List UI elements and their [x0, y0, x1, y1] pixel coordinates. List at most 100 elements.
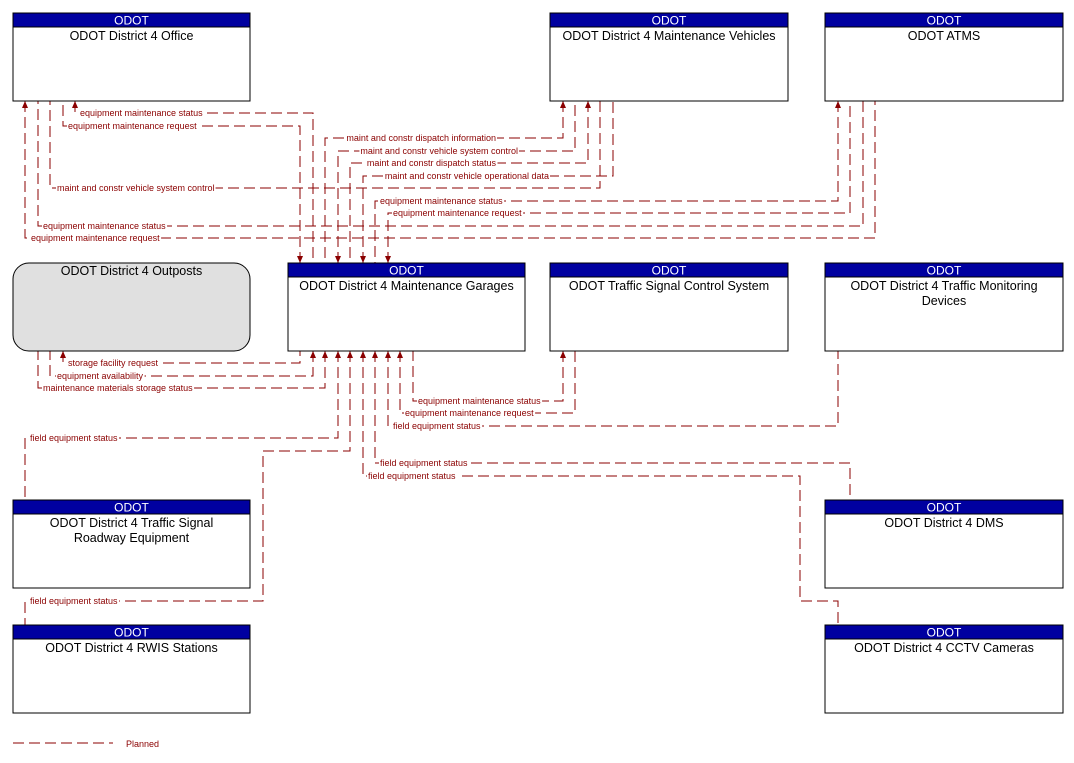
flow-label-bg: [379, 196, 505, 206]
flow-f2[interactable]: equipment maintenance request: [62, 101, 303, 263]
node-box: [824, 262, 1064, 352]
flow-label-bg: [345, 133, 497, 143]
node-owner: ODOT: [652, 264, 687, 278]
node-header: [287, 262, 526, 278]
flow-arrowhead: [60, 351, 66, 358]
node-owner: ODOT: [389, 264, 424, 278]
flow-f5[interactable]: maint and constr dispatch status: [349, 101, 591, 263]
flow-line: [412, 351, 564, 402]
node-header: [549, 12, 789, 28]
node-box: [12, 12, 251, 102]
flow-label: storage facility request: [68, 358, 159, 368]
flow-arrowhead: [347, 351, 353, 358]
flow-label-bg: [56, 371, 145, 381]
node-header: [824, 262, 1064, 278]
flow-label: field equipment status: [30, 596, 118, 606]
node-box: [12, 499, 251, 589]
flow-label: maint and constr dispatch status: [367, 158, 497, 168]
flow-label-bg: [392, 421, 483, 431]
flow-arrowhead: [310, 351, 316, 358]
node-outposts[interactable]: ODOT District 4 Outposts: [12, 262, 251, 352]
flow-arrowhead: [335, 256, 341, 263]
flow-f10[interactable]: equipment maintenance status: [37, 101, 864, 231]
flow-f3[interactable]: maint and constr dispatch information: [324, 101, 566, 263]
flow-line: [324, 101, 564, 263]
flow-label-bg: [367, 471, 458, 481]
node-title: ODOT District 4 Outposts: [61, 264, 202, 278]
flow-label-bg: [67, 358, 160, 368]
flow-f9[interactable]: equipment maintenance request: [385, 101, 851, 263]
flow-f21[interactable]: field equipment status: [24, 351, 353, 625]
flow-label: maint and constr dispatch information: [346, 133, 496, 143]
node-owner: ODOT: [927, 14, 962, 28]
node-header: [12, 499, 251, 515]
flow-label-bg: [383, 171, 550, 181]
flow-f15[interactable]: equipment maintenance status: [412, 351, 566, 406]
flow-arrowhead: [22, 101, 28, 108]
node-title: ODOT Traffic Signal Control System: [569, 279, 769, 293]
node-owner: ODOT: [927, 501, 962, 515]
node-header: [12, 12, 251, 28]
node-box: [824, 12, 1064, 102]
flow-f4[interactable]: maint and constr vehicle system control: [335, 101, 576, 263]
node-title: ODOT District 4 Office: [70, 29, 194, 43]
flow-f19[interactable]: field equipment status: [372, 351, 851, 500]
flow-label: equipment maintenance status: [418, 396, 541, 406]
flow-arrowhead: [360, 256, 366, 263]
flow-line: [62, 101, 301, 263]
node-header: [824, 499, 1064, 515]
legend: Planned: [13, 739, 159, 749]
node-header: [12, 624, 251, 640]
flow-label-bg: [365, 158, 498, 168]
flow-label-bg: [29, 596, 120, 606]
legend-planned-label: Planned: [126, 739, 159, 749]
flow-arrowhead: [360, 351, 366, 358]
flow-f7[interactable]: maint and constr vehicle system control: [49, 101, 601, 193]
flow-f14[interactable]: maintenance materials storage status: [37, 351, 328, 393]
flow-arrowhead: [560, 351, 566, 358]
node-owner: ODOT: [114, 14, 149, 28]
node-box: [824, 499, 1064, 589]
flow-f8[interactable]: equipment maintenance status: [374, 101, 841, 263]
node-title: ODOT District 4 DMS: [884, 516, 1003, 530]
node-owner: ODOT: [114, 626, 149, 640]
flow-label: maint and constr vehicle system control: [360, 146, 518, 156]
flow-f17[interactable]: field equipment status: [385, 351, 839, 431]
flow-f16[interactable]: equipment maintenance request: [397, 351, 576, 418]
node-title: ODOT District 4 CCTV Cameras: [854, 641, 1034, 655]
flow-label-bg: [56, 183, 216, 193]
flow-arrowhead: [385, 351, 391, 358]
node-title: Devices: [922, 294, 966, 308]
flow-arrowhead: [585, 101, 591, 108]
flow-line: [24, 351, 339, 500]
node-title: ODOT ATMS: [908, 29, 980, 43]
flow-f12[interactable]: storage facility request: [60, 351, 301, 368]
flow-f6[interactable]: maint and constr vehicle operational dat…: [360, 101, 614, 263]
flow-f13[interactable]: equipment availability: [49, 351, 316, 381]
flow-label-bg: [42, 221, 168, 231]
flow-label: field equipment status: [30, 433, 118, 443]
flow-label: equipment availability: [57, 371, 144, 381]
flow-line: [24, 101, 876, 239]
flow-arrowhead: [385, 256, 391, 263]
flow-label-bg: [404, 408, 536, 418]
flow-label: maint and constr vehicle operational dat…: [385, 171, 549, 181]
node-title: ODOT District 4 RWIS Stations: [45, 641, 218, 655]
flow-line: [374, 351, 851, 500]
flow-label: maint and constr vehicle system control: [57, 183, 215, 193]
flow-line: [37, 101, 864, 227]
flow-f20[interactable]: field equipment status: [360, 351, 839, 625]
flow-line: [49, 101, 601, 189]
flow-f18[interactable]: field equipment status: [24, 351, 341, 500]
flow-f11[interactable]: equipment maintenance request: [22, 101, 876, 243]
